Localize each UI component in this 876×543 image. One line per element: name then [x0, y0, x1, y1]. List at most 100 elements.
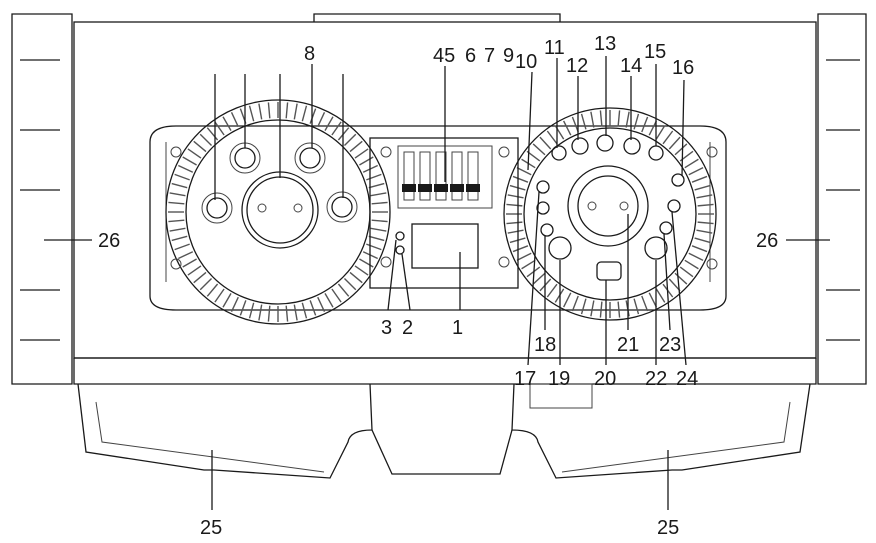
ring-ridge [368, 182, 385, 189]
right-side-handle [817, 13, 867, 385]
ring-ridge [516, 252, 532, 261]
ring-ridge [617, 301, 621, 318]
callout-20: 20 [594, 368, 616, 390]
callout-23: 23 [659, 334, 681, 356]
callout-8: 8 [304, 43, 315, 65]
ring-ridge [343, 133, 357, 147]
small-knob-top-right[interactable] [294, 142, 326, 174]
ring-ridge [359, 156, 374, 166]
ring-ridge [571, 116, 579, 133]
ring-ridge [214, 288, 225, 303]
right-jack[interactable] [644, 236, 668, 260]
leader-lines [44, 56, 830, 510]
ring-ridge [293, 304, 298, 321]
ring-ridge [171, 182, 188, 189]
ring-ridge [648, 120, 657, 136]
callout-7: 7 [484, 45, 495, 67]
ring-ridge [617, 110, 621, 127]
callout-16: 16 [672, 57, 694, 79]
callout-12: 12 [566, 55, 588, 77]
ring-ridge [691, 245, 708, 253]
ring-ridge [370, 227, 387, 232]
ring-ridge [285, 102, 289, 119]
ring-ridge [655, 288, 666, 303]
equalizer-sliders[interactable] [402, 151, 480, 201]
ring-ridge [248, 105, 255, 122]
callout-25-left: 25 [200, 517, 222, 539]
callout-21: 21 [617, 334, 639, 356]
ring-ridge [169, 192, 186, 197]
ring-ridge [546, 283, 558, 298]
ring-ridge [506, 203, 523, 207]
ring-ridge [214, 121, 225, 136]
ring-ridge [187, 265, 202, 276]
ring-ridge [688, 167, 704, 176]
ring-ridge [697, 203, 714, 207]
ring-ridge [366, 243, 382, 251]
ring-ridge [694, 237, 711, 244]
ring-ridge [684, 158, 699, 169]
small-knob-left[interactable] [201, 192, 233, 224]
ring-ridge [169, 227, 186, 232]
ring-ridge [230, 112, 239, 128]
callout-2: 2 [402, 317, 413, 339]
ring-ridge [694, 184, 711, 191]
callout-9: 9 [503, 45, 514, 67]
left-jack[interactable] [548, 236, 572, 260]
ring-ridge [331, 121, 342, 136]
callout-6: 6 [465, 45, 476, 67]
ring-ridge [174, 173, 190, 181]
ring-ridge [317, 296, 326, 312]
ring-ridge [590, 111, 595, 128]
ring-ridge [599, 110, 603, 127]
ring-ridge [655, 125, 666, 140]
ring-ridge [324, 293, 334, 308]
ring-ridge [337, 283, 350, 297]
ring-ridge [174, 243, 190, 251]
right-center-knob[interactable] [567, 165, 649, 247]
ring-ridge [625, 111, 630, 128]
ring-ridge [171, 235, 188, 242]
usb-port[interactable] [596, 261, 622, 281]
ring-ridge [168, 201, 185, 205]
speaker-body [73, 21, 817, 385]
ring-ridge [187, 148, 202, 159]
ring-ridge [516, 167, 532, 176]
ring-ridge [222, 116, 232, 131]
left-ridged-ring [165, 99, 391, 325]
top-handle [313, 13, 561, 22]
ring-ridge [199, 133, 213, 147]
ring-ridge [546, 130, 558, 145]
callout-15: 15 [644, 41, 666, 63]
ring-ridge [182, 258, 197, 268]
callout-14: 14 [620, 55, 642, 77]
ring-ridge [590, 300, 595, 317]
volume-knob[interactable] [241, 171, 319, 249]
callout-labels: 8 45 6 7 9 10 11 12 13 14 15 16 26 26 3 … [98, 33, 778, 539]
ring-ridge [662, 130, 674, 145]
ring-ridge [507, 229, 524, 234]
ring-ridge [331, 288, 342, 303]
ring-ridge [309, 300, 317, 316]
ring-ridge [366, 173, 382, 181]
rear-tab [529, 383, 593, 409]
ring-ridge [193, 140, 207, 153]
ring-ridge [317, 112, 326, 128]
callout-10: 10 [515, 51, 537, 73]
ring-ridge [349, 140, 363, 153]
ring-ridge [285, 305, 289, 322]
small-knob-right[interactable] [326, 191, 358, 223]
right-buttons[interactable] [536, 134, 685, 237]
ring-ridge [222, 293, 232, 308]
ring-ridge [199, 277, 213, 291]
ring-ridge [648, 292, 657, 308]
callout-26-left: 26 [98, 230, 120, 252]
ring-ridge [178, 251, 194, 260]
callout-19: 19 [548, 368, 570, 390]
callout-17: 17 [514, 368, 536, 390]
ring-ridge [267, 102, 271, 119]
ring-ridge [691, 175, 708, 183]
ring-ridge [532, 272, 546, 285]
ring-ridge [371, 201, 388, 205]
ring-ridge [580, 113, 587, 130]
